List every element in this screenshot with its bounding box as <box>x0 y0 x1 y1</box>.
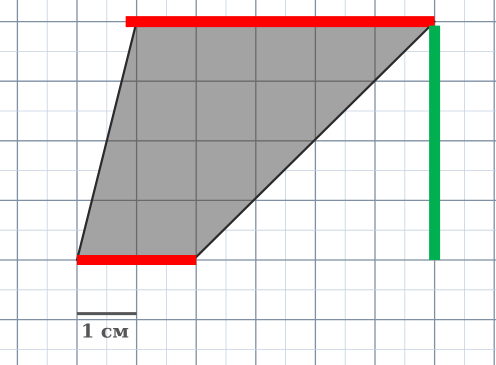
scale-label: 1 см <box>81 321 129 343</box>
